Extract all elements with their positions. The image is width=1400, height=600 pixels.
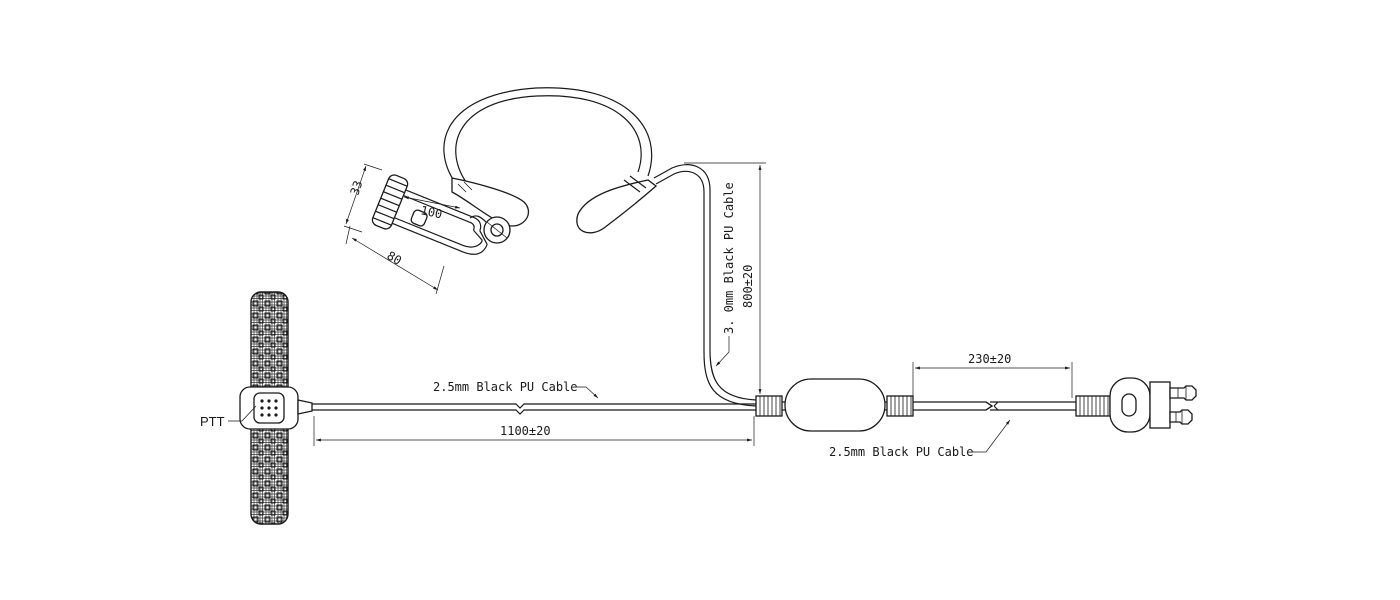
main-cable-leader	[576, 386, 599, 399]
dim-earpiece-height-text: 33	[348, 179, 366, 197]
ptt-button-dots	[260, 399, 278, 417]
dim-main-cable-text: 1100±20	[500, 424, 551, 438]
headset-cable	[653, 164, 757, 407]
dim-plug-cable: 230±20	[912, 352, 1073, 398]
headset-cable-leader	[715, 336, 730, 367]
ptt-label: PTT	[200, 414, 225, 429]
headset	[443, 87, 658, 244]
plug-pin-upper	[1169, 385, 1197, 401]
dim-headset-cable: 800±20	[684, 162, 766, 394]
plug-pin-lower	[1169, 409, 1193, 425]
acoustic-tube	[405, 189, 482, 231]
earpiece	[371, 174, 488, 255]
main-cable	[312, 403, 756, 415]
dim-earpiece: 33 100 80	[343, 163, 461, 295]
dim-plug-cable-text: 230±20	[968, 352, 1011, 366]
plug	[1075, 377, 1197, 433]
plug-cable-leader	[972, 419, 1011, 453]
main-cable-label: 2.5mm Black PU Cable	[433, 380, 578, 394]
plug-cable	[913, 401, 1078, 411]
ptt-assembly: PTT	[200, 291, 313, 525]
ptt-cable-boot	[297, 399, 313, 415]
plug-cable-label: 2.5mm Black PU Cable	[829, 445, 974, 459]
dim-earpiece-tube-text: 100	[419, 203, 443, 221]
left-pad	[451, 177, 529, 227]
dim-headset-cable-text: 800±20	[741, 265, 755, 308]
dim-earpiece-width-text: 80	[385, 248, 405, 267]
ptt-leader	[228, 405, 257, 422]
junction-box	[755, 378, 914, 432]
earpiece-clip	[410, 209, 428, 227]
headband	[443, 87, 653, 185]
headset-cable-label: 3. 0mm Black PU Cable	[722, 182, 736, 334]
right-pad	[576, 179, 658, 234]
dim-main-cable: 1100±20	[313, 416, 755, 446]
